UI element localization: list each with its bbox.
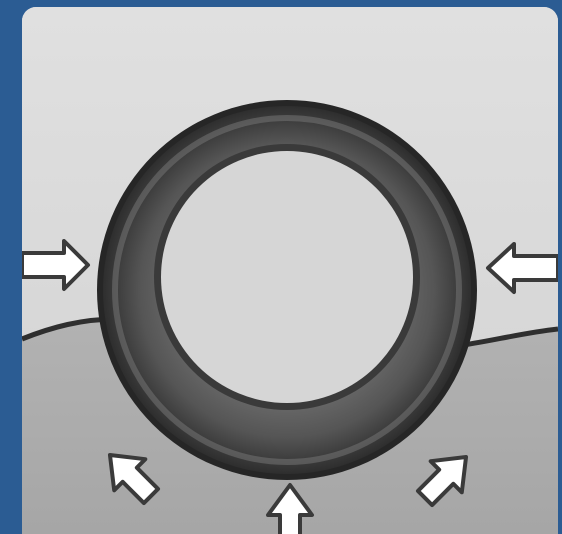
illustration-panel [22, 7, 558, 534]
ring-pressure-illustration [22, 7, 558, 534]
ring-hole [161, 151, 413, 403]
